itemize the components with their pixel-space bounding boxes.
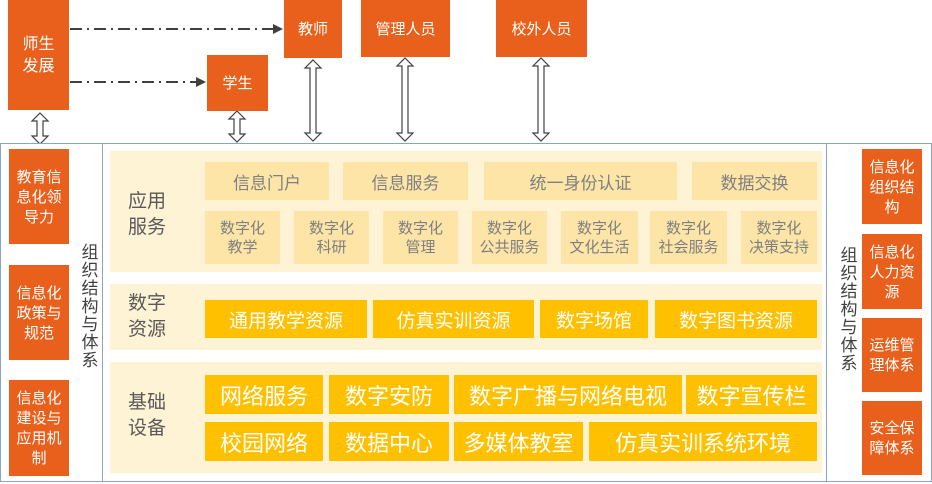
res-general-teaching: 通用教学资源 xyxy=(205,300,367,338)
res-simulation-training: 仿真实训资源 xyxy=(373,300,534,338)
app-info-service: 信息服务 xyxy=(343,162,468,200)
infra-multimedia-classroom: 多媒体教室 xyxy=(454,422,583,461)
teacher-box: 教师 xyxy=(284,0,342,58)
double-arrow-management xyxy=(395,57,415,142)
management-box: 管理人员 xyxy=(361,0,450,57)
right-divider xyxy=(826,143,827,482)
app-digital-social-service: 数字化 社会服务 xyxy=(650,211,727,264)
app-digital-decision: 数字化 决策支持 xyxy=(741,211,817,264)
res-digital-venues: 数字场馆 xyxy=(540,300,648,338)
right-item-operations: 运维管 理体系 xyxy=(862,318,922,392)
double-arrow-development xyxy=(30,112,50,145)
student-box: 学生 xyxy=(207,55,268,111)
infra-digital-security: 数字安防 xyxy=(329,375,449,414)
app-digital-research: 数字化 科研 xyxy=(294,211,369,264)
app-digital-teaching: 数字化 教学 xyxy=(205,211,280,264)
right-item-human-resources: 信息化 人力资 源 xyxy=(862,234,922,309)
double-arrow-teacher xyxy=(303,59,323,142)
double-arrow-student xyxy=(227,110,247,143)
res-digital-library: 数字图书资源 xyxy=(655,300,817,338)
left-item-mechanism: 信息化 建设与 应用机 制 xyxy=(9,380,69,476)
right-vertical-label: 组 织 结 构 与 体 系 xyxy=(840,246,858,374)
double-arrows xyxy=(30,57,551,145)
left-vertical-label: 组 织 结 构 与 体 系 xyxy=(81,243,99,371)
infra-simulation-environment: 仿真实训系统环境 xyxy=(589,422,817,461)
external-box: 校外人员 xyxy=(496,0,587,57)
infra-broadcast-tv: 数字广播与网络电视 xyxy=(454,375,682,414)
resources-title: 数字 资源 xyxy=(128,292,167,340)
double-arrow-external xyxy=(531,57,551,142)
app-digital-management: 数字化 管理 xyxy=(383,211,458,264)
infra-network-service: 网络服务 xyxy=(205,375,323,414)
infrastructure-title: 基础 设备 xyxy=(128,391,167,439)
left-item-leadership: 教育信 息化领 导力 xyxy=(9,149,69,244)
app-unified-auth: 统一身份认证 xyxy=(484,162,677,200)
infra-data-center: 数据中心 xyxy=(329,422,449,461)
app-portal: 信息门户 xyxy=(205,162,329,200)
right-item-org-structure: 信息化 组织结 构 xyxy=(862,149,922,224)
right-item-security: 安全保 障体系 xyxy=(862,401,922,475)
left-divider xyxy=(102,143,103,482)
application-title: 应用 服务 xyxy=(128,190,167,238)
app-digital-culture: 数字化 文化生活 xyxy=(561,211,638,264)
left-item-policy: 信息化 政策与 规范 xyxy=(9,265,69,360)
infra-digital-bulletin: 数字宣传栏 xyxy=(686,375,817,414)
app-data-exchange: 数据交换 xyxy=(692,162,817,200)
app-digital-public-service: 数字化 公共服务 xyxy=(472,211,547,264)
development-box: 师生 发展 xyxy=(8,0,69,110)
infra-campus-network: 校园网络 xyxy=(205,422,323,461)
